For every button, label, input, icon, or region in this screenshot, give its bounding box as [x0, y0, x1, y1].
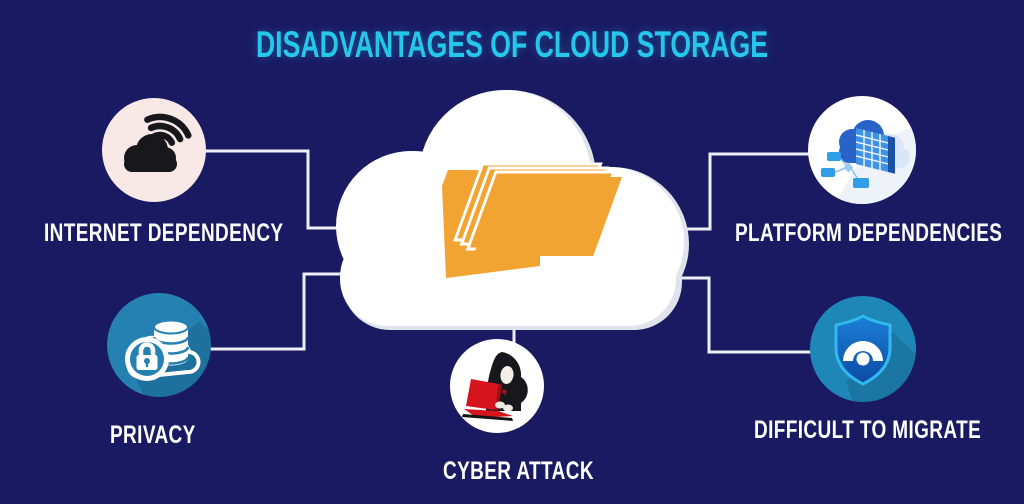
label-cyber-attack: CYBER ATTACK: [443, 457, 594, 485]
cloud-folder-icon: [336, 90, 689, 330]
page-title: DISADVANTAGES OF CLOUD STORAGE: [255, 24, 769, 65]
label-difficult-to-migrate: DIFFICULT TO MIGRATE: [754, 416, 982, 444]
database-lock-icon: [107, 293, 211, 397]
label-platform-dependencies: PLATFORM DEPENDENCIES: [735, 219, 1003, 247]
label-privacy: PRIVACY: [110, 421, 196, 449]
hacker-laptop-icon: [450, 339, 544, 433]
cloud-server-icon: [808, 96, 916, 204]
label-internet-dependency: INTERNET DEPENDENCY: [44, 219, 284, 247]
wifi-cloud-icon: [102, 98, 206, 202]
shield-gauge-icon: [810, 296, 916, 402]
